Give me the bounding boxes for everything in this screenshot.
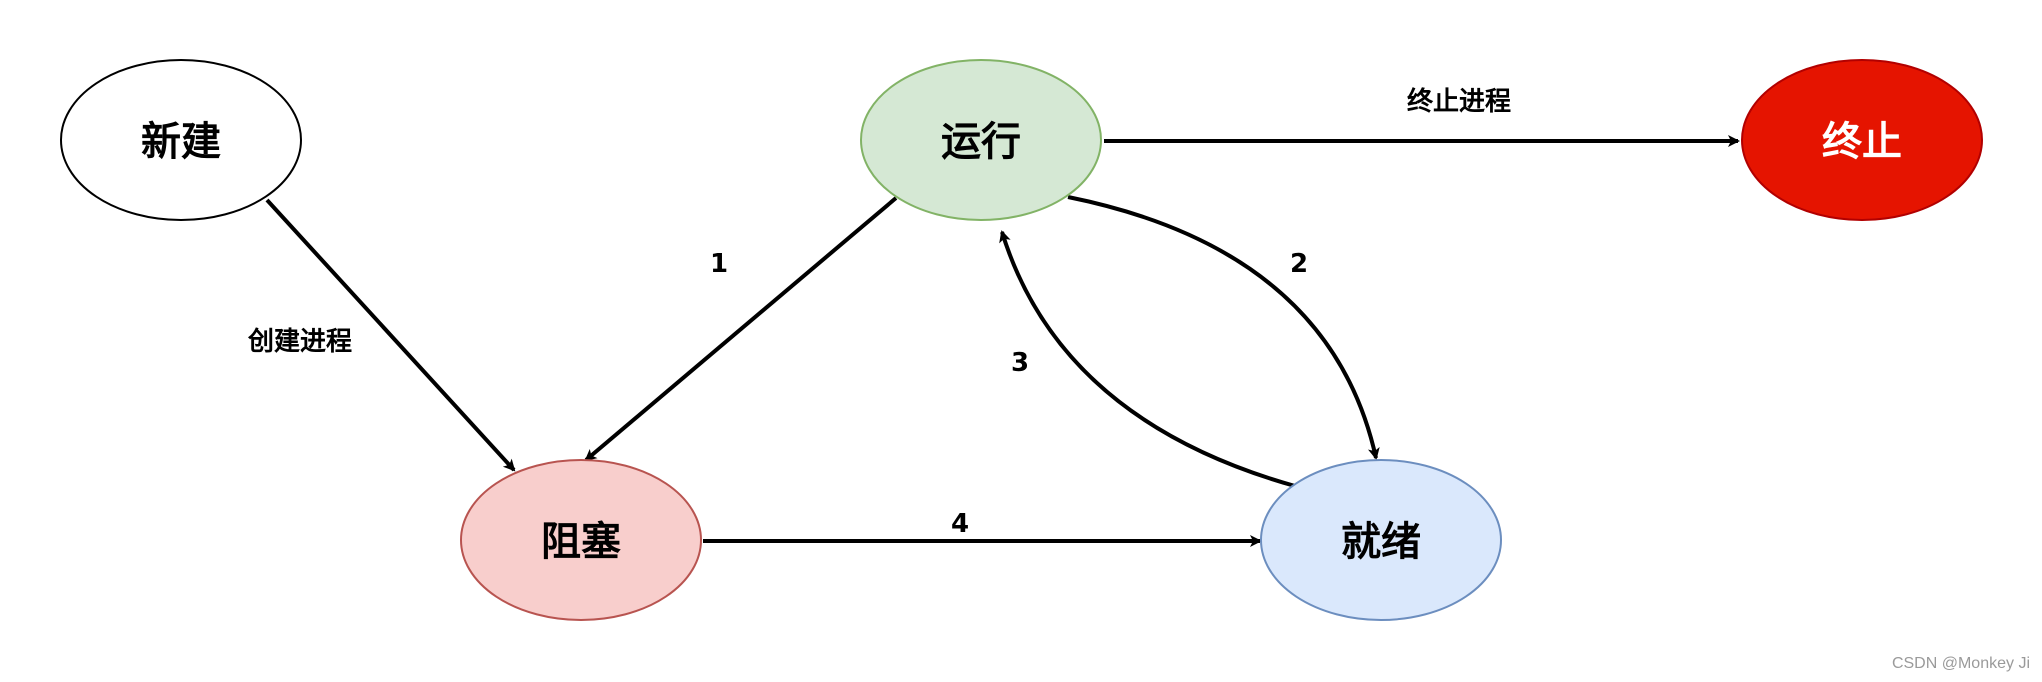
node-running-label: 运行 (941, 119, 1021, 165)
node-ready-shape (1260, 459, 1502, 621)
edge-3-label: 3 (1011, 348, 1029, 378)
node-new-label: 新建 (141, 119, 221, 165)
watermark: CSDN @Monkey Ji (1892, 655, 2030, 672)
edge-1-arrow (584, 196, 898, 462)
node-terminated-shape (1741, 59, 1983, 221)
node-ready: 就绪 (1260, 459, 1502, 621)
node-blocked: 阻塞 (460, 459, 702, 621)
edge-create-arrow (265, 198, 516, 472)
node-ready-label: 就绪 (1341, 519, 1421, 565)
edge-terminate-label: 终止进程 (1407, 86, 1511, 117)
node-new-shape (60, 59, 302, 221)
node-terminated-label: 终止 (1822, 119, 1902, 165)
node-new: 新建 (60, 59, 302, 221)
node-terminated: 终止 (1741, 59, 1983, 221)
edge-2-label: 2 (1290, 249, 1308, 279)
edge-2-arrow (1067, 195, 1380, 460)
edge-1-label: 1 (710, 249, 728, 279)
edge-create-label: 创建进程 (247, 327, 352, 357)
node-blocked-shape (460, 459, 702, 621)
node-running-shape (860, 59, 1102, 221)
edge-3-arrow (999, 230, 1296, 488)
node-blocked-label: 阻塞 (541, 519, 621, 565)
node-running: 运行 (860, 59, 1102, 221)
edge-4-label: 4 (951, 509, 969, 539)
